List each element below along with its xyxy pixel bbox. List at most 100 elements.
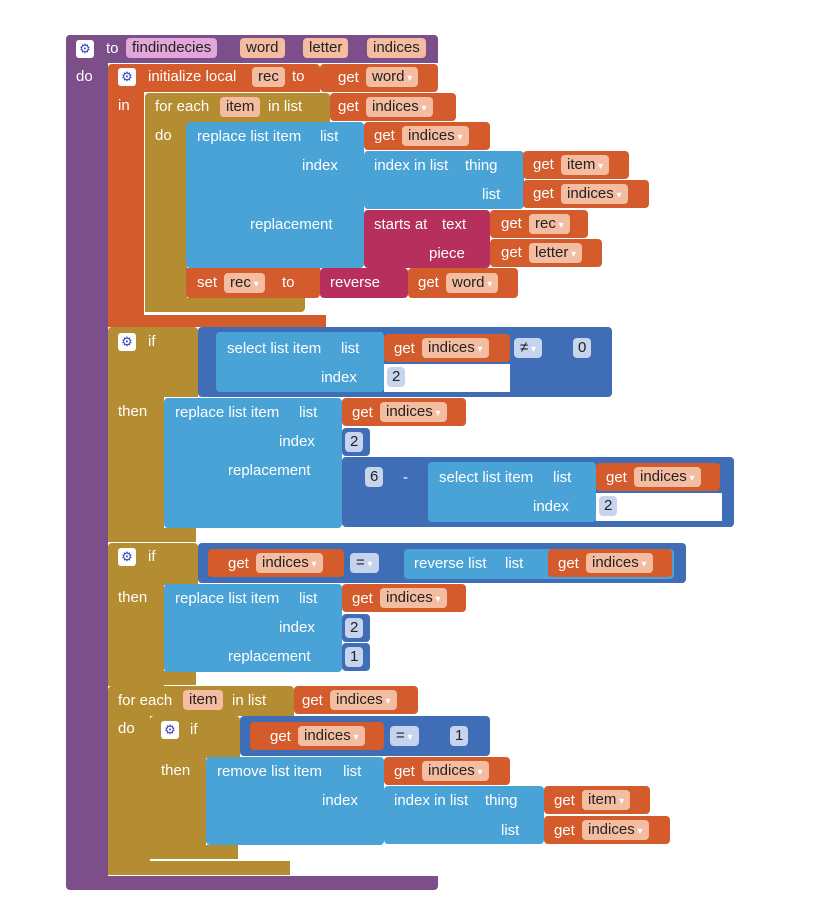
initialize-local-footer	[108, 315, 326, 327]
param-word[interactable]: word	[240, 38, 285, 58]
var-dropdown-indices[interactable]: indices	[380, 402, 447, 422]
replace-list-item-label: replace list item	[197, 128, 302, 145]
for-each-footer	[145, 298, 305, 312]
text-label: text	[442, 216, 467, 233]
select-list-item-block[interactable]	[428, 462, 596, 522]
index-in-list-block[interactable]	[384, 786, 544, 844]
var-dropdown-indices[interactable]: indices	[256, 553, 323, 573]
get-label: get	[338, 98, 359, 115]
var-dropdown-word[interactable]: word	[446, 273, 499, 293]
var-dropdown-indices[interactable]: indices	[380, 588, 447, 608]
set-label: set	[197, 274, 218, 291]
local-var-rec[interactable]: rec	[252, 67, 285, 87]
select-list-item-block[interactable]	[216, 332, 384, 392]
replace-list-item-block[interactable]	[164, 584, 342, 672]
replacement-label: replacement	[228, 462, 311, 479]
var-dropdown-word[interactable]: word	[366, 67, 419, 87]
var-dropdown-rec[interactable]: rec	[224, 273, 265, 293]
get-label: get	[394, 763, 415, 780]
replace-list-item-block[interactable]	[164, 398, 342, 528]
list-label: list	[343, 763, 362, 780]
get-label: get	[270, 728, 291, 745]
for-each-label: for each	[155, 98, 210, 115]
number-1[interactable]: 1	[345, 647, 364, 667]
starts-at-label: starts at	[374, 216, 428, 233]
gear-icon[interactable]: ⚙	[118, 68, 136, 86]
then-label: then	[161, 762, 191, 779]
number-2[interactable]: 2	[387, 367, 406, 387]
for-each-do-label: do	[155, 127, 172, 144]
remove-list-item-block[interactable]	[206, 757, 384, 845]
var-dropdown-indices[interactable]: indices	[634, 467, 701, 487]
get-label: get	[558, 555, 579, 572]
var-dropdown-indices[interactable]: indices	[330, 690, 397, 710]
reverse-label: reverse	[330, 274, 381, 291]
index-in-list-block[interactable]	[364, 151, 524, 209]
list-label: list	[341, 340, 360, 357]
compare-op-dropdown[interactable]: ≠	[514, 338, 543, 358]
replace-list-item-label: replace list item	[175, 590, 280, 607]
number-2[interactable]: 2	[345, 432, 364, 452]
number-2[interactable]: 2	[345, 618, 364, 638]
for-each-footer	[108, 861, 290, 875]
get-label: get	[302, 692, 323, 709]
var-dropdown-rec[interactable]: rec	[529, 214, 570, 234]
index-label: index	[279, 433, 315, 450]
var-dropdown-indices[interactable]: indices	[422, 761, 489, 781]
get-label: get	[501, 215, 522, 232]
number-1[interactable]: 1	[450, 726, 469, 746]
get-label: get	[374, 127, 395, 144]
loop-var-item[interactable]: item	[183, 690, 224, 710]
var-dropdown-indices[interactable]: indices	[402, 126, 469, 146]
gear-icon[interactable]: ⚙	[161, 721, 179, 739]
replace-list-item-block[interactable]	[186, 122, 364, 268]
then-label: then	[118, 403, 148, 420]
for-each-body	[145, 122, 187, 312]
var-dropdown-indices[interactable]: indices	[366, 97, 433, 117]
if-footer	[108, 528, 196, 542]
gear-icon[interactable]: ⚙	[76, 40, 94, 58]
gear-icon[interactable]: ⚙	[118, 333, 136, 351]
var-dropdown-item[interactable]: item	[561, 155, 610, 175]
remove-list-item-label: remove list item	[217, 763, 323, 780]
reverse-block[interactable]	[320, 268, 408, 298]
var-dropdown-indices[interactable]: indices	[422, 338, 489, 358]
thing-label: thing	[465, 157, 498, 174]
var-dropdown-indices[interactable]: indices	[582, 820, 649, 840]
index-in-list-label: index in list	[394, 792, 469, 809]
procedure-name-field[interactable]: findindecies	[126, 38, 218, 58]
var-dropdown-indices[interactable]: indices	[586, 553, 653, 573]
get-label: get	[352, 404, 373, 421]
number-2[interactable]: 2	[599, 496, 618, 516]
var-dropdown-indices[interactable]: indices	[298, 726, 365, 746]
get-label: get	[533, 156, 554, 173]
index-label: index	[279, 619, 315, 636]
reverse-list-label: reverse list	[414, 555, 487, 572]
index-label: index	[533, 498, 569, 515]
number-6[interactable]: 6	[365, 467, 384, 487]
number-0[interactable]: 0	[573, 338, 592, 358]
gear-icon[interactable]: ⚙	[118, 548, 136, 566]
param-indices[interactable]: indices	[367, 38, 426, 58]
index-in-list-label: index in list	[374, 157, 449, 174]
if-label: if	[148, 548, 156, 565]
select-list-item-label: select list item	[227, 340, 322, 357]
compare-op-dropdown[interactable]: =	[390, 726, 419, 746]
if-body	[108, 396, 164, 542]
param-letter[interactable]: letter	[303, 38, 349, 58]
starts-at-block[interactable]	[364, 210, 490, 268]
var-dropdown-item[interactable]: item	[582, 790, 631, 810]
compare-op-dropdown[interactable]: =	[350, 553, 379, 573]
index-label: index	[321, 369, 357, 386]
then-label: then	[118, 589, 148, 606]
get-label: get	[554, 792, 575, 809]
var-dropdown-indices[interactable]: indices	[561, 184, 628, 204]
list-label: list	[553, 469, 572, 486]
index-label: index	[302, 157, 338, 174]
get-label: get	[352, 590, 373, 607]
get-label: get	[338, 69, 359, 86]
in-list-label: in list	[232, 692, 267, 709]
if-footer	[150, 845, 238, 859]
var-dropdown-letter[interactable]: letter	[529, 243, 583, 263]
loop-var-item[interactable]: item	[220, 97, 261, 117]
